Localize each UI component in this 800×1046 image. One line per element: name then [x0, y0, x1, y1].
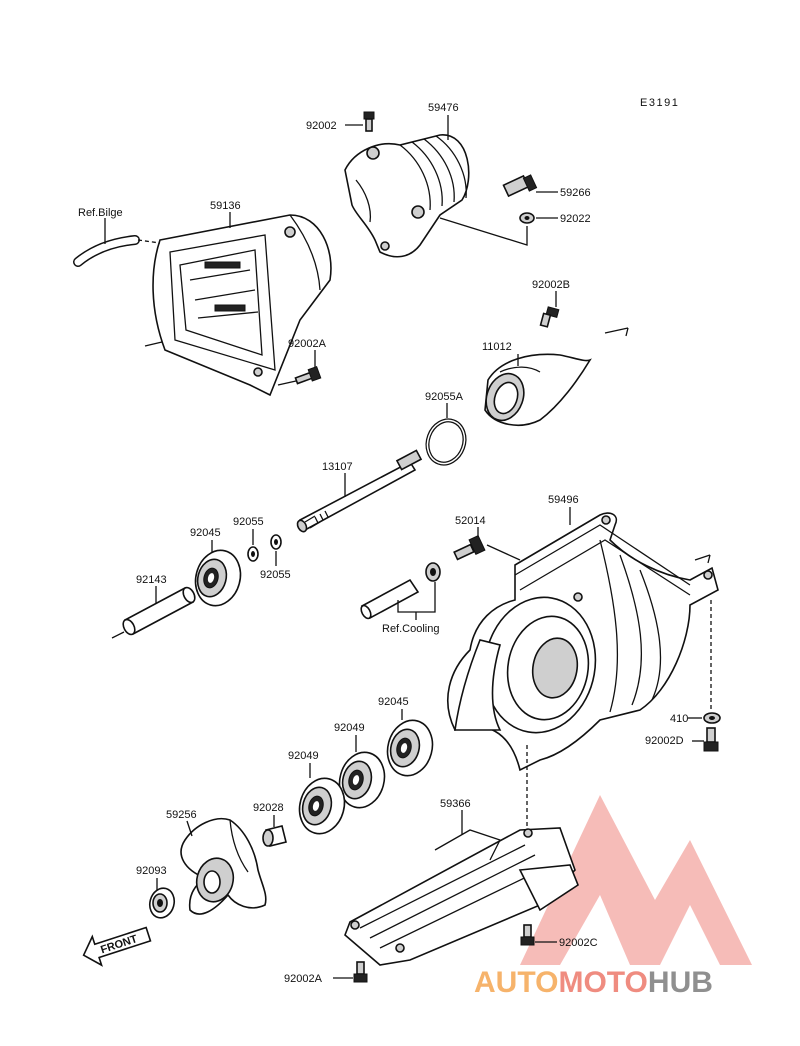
label-92045-top: 92045 — [190, 527, 221, 539]
part-92002B-bolt — [539, 306, 560, 328]
part-92055A-oring — [425, 418, 467, 466]
label-92002D: 92002D — [645, 735, 684, 747]
label-59266: 59266 — [560, 187, 591, 199]
label-11012: 11012 — [482, 341, 512, 353]
label-59476: 59476 — [428, 102, 459, 114]
label-13107: 13107 — [322, 461, 353, 473]
label-92028: 92028 — [253, 802, 284, 814]
part-92049-bearing-b — [338, 751, 386, 809]
part-59476-shape — [344, 134, 470, 258]
front-arrow: FRONT — [82, 926, 152, 967]
part-410-washer — [703, 712, 721, 724]
label-92002C: 92002C — [559, 937, 598, 949]
part-92028-collar — [262, 825, 287, 847]
part-92002C-bolt — [520, 924, 535, 946]
label-ref-cooling: Ref.Cooling — [382, 623, 439, 635]
part-92002A-bottom-bolt — [353, 961, 368, 983]
part-92049-bearing-a — [298, 777, 346, 835]
part-92045-bearing-mid — [386, 719, 434, 777]
svg-text:AUTOMOTOHUB: AUTOMOTOHUB — [474, 966, 713, 999]
watermark: AUTOMOTOHUB — [474, 795, 752, 999]
ref-bilge-hose — [73, 235, 140, 267]
part-92045-bearing-top — [194, 549, 242, 607]
label-410: 410 — [670, 713, 688, 725]
label-92093: 92093 — [136, 865, 167, 877]
label-92049-b: 92049 — [334, 722, 365, 734]
part-92093-seal — [148, 887, 176, 919]
part-92002A-top-bolt — [294, 366, 322, 385]
label-92002A-bottom: 92002A — [284, 973, 323, 985]
part-92022-washer — [519, 212, 535, 224]
label-52014: 52014 — [455, 515, 486, 527]
label-59496: 59496 — [548, 494, 579, 506]
watermark-logo-inner — [575, 915, 625, 965]
part-92143-sleeve — [122, 586, 196, 636]
watermark-logo-red — [520, 795, 752, 965]
label-92002A-top: 92002A — [288, 338, 327, 350]
ref-cooling-hose — [360, 562, 441, 620]
label-92002: 92002 — [306, 120, 337, 132]
part-52014-fitting — [453, 534, 486, 561]
part-92002-bolt — [363, 111, 375, 132]
part-92055-washer-a — [247, 546, 259, 562]
label-92055-a: 92055 — [233, 516, 264, 528]
diagram-code: E3191 — [640, 97, 679, 109]
label-59136: 59136 — [210, 200, 241, 212]
part-11012-cone — [484, 353, 592, 426]
part-59366-bracket — [344, 827, 579, 966]
part-59256-impeller — [180, 818, 267, 915]
label-92022: 92022 — [560, 213, 591, 225]
label-59366: 59366 — [440, 798, 471, 810]
part-92055-washer-b — [270, 534, 282, 550]
part-59136-housing — [152, 214, 332, 397]
part-59266-fitting — [502, 174, 538, 198]
label-92045-mid: 92045 — [378, 696, 409, 708]
watermark-auto: AUTO — [474, 966, 558, 999]
watermark-hub: HUB — [648, 966, 713, 999]
label-92049-a: 92049 — [288, 750, 319, 762]
label-92002B: 92002B — [532, 279, 570, 291]
label-92055A: 92055A — [425, 391, 464, 403]
part-59496-pump-case — [447, 512, 719, 772]
label-92055-b: 92055 — [260, 569, 291, 581]
label-ref-bilge: Ref.Bilge — [78, 207, 123, 219]
label-59256: 59256 — [166, 809, 197, 821]
part-92002D-bolt — [703, 727, 719, 752]
label-92143: 92143 — [136, 574, 167, 586]
watermark-moto: MOTO — [558, 966, 647, 999]
part-13107-shaft — [296, 449, 423, 533]
